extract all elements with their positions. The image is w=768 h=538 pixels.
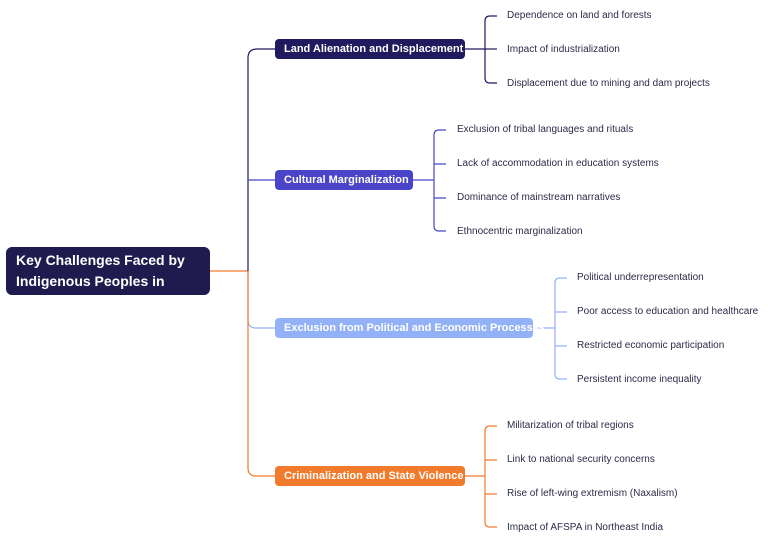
leaf-impact-of-afspa[interactable]: Impact of AFSPA in Northeast India bbox=[507, 522, 664, 533]
leaf-displacement-mining-dams[interactable]: Displacement due to mining and dam proje… bbox=[507, 78, 710, 89]
leaf-persistent-income-inequality[interactable]: Persistent income inequality bbox=[577, 374, 702, 385]
branch-political-economic-exclusion[interactable]: Exclusion from Political and Economic Pr… bbox=[275, 318, 545, 338]
leaf-impact-of-industrialization[interactable]: Impact of industrialization bbox=[507, 44, 620, 55]
leaf-poor-access-education-healthcare[interactable]: Poor access to education and healthcare bbox=[577, 306, 759, 317]
leaf-dominance-mainstream-narratives[interactable]: Dominance of mainstream narratives bbox=[457, 192, 621, 203]
leaf-national-security-concerns[interactable]: Link to national security concerns bbox=[507, 454, 655, 465]
leaf-restricted-economic-participation[interactable]: Restricted economic participation bbox=[577, 340, 725, 351]
root-title-line-1: Key Challenges Faced by bbox=[16, 252, 185, 268]
leaf-left-wing-extremism[interactable]: Rise of left-wing extremism (Naxalism) bbox=[507, 488, 678, 499]
leaf-militarization-tribal-regions[interactable]: Militarization of tribal regions bbox=[507, 420, 634, 431]
leaf-political-underrepresentation[interactable]: Political underrepresentation bbox=[577, 272, 704, 283]
branch-land-alienation[interactable]: Land Alienation and Displacement bbox=[275, 39, 465, 59]
leaf-dependence-on-land[interactable]: Dependence on land and forests bbox=[507, 10, 652, 21]
leaf-exclusion-tribal-languages[interactable]: Exclusion of tribal languages and ritual… bbox=[457, 124, 634, 135]
branch-cultural-marginalization[interactable]: Cultural Marginalization bbox=[275, 170, 413, 190]
leaf-ethnocentric-marginalization[interactable]: Ethnocentric marginalization bbox=[457, 226, 583, 237]
root-title-line-2: Indigenous Peoples in India bbox=[16, 273, 165, 310]
root-node[interactable]: Key Challenges Faced by Indigenous Peopl… bbox=[6, 247, 210, 310]
leaf-lack-education-accommodation[interactable]: Lack of accommodation in education syste… bbox=[457, 158, 659, 169]
branch-criminalization-state-violence[interactable]: Criminalization and State Violence bbox=[275, 466, 465, 486]
